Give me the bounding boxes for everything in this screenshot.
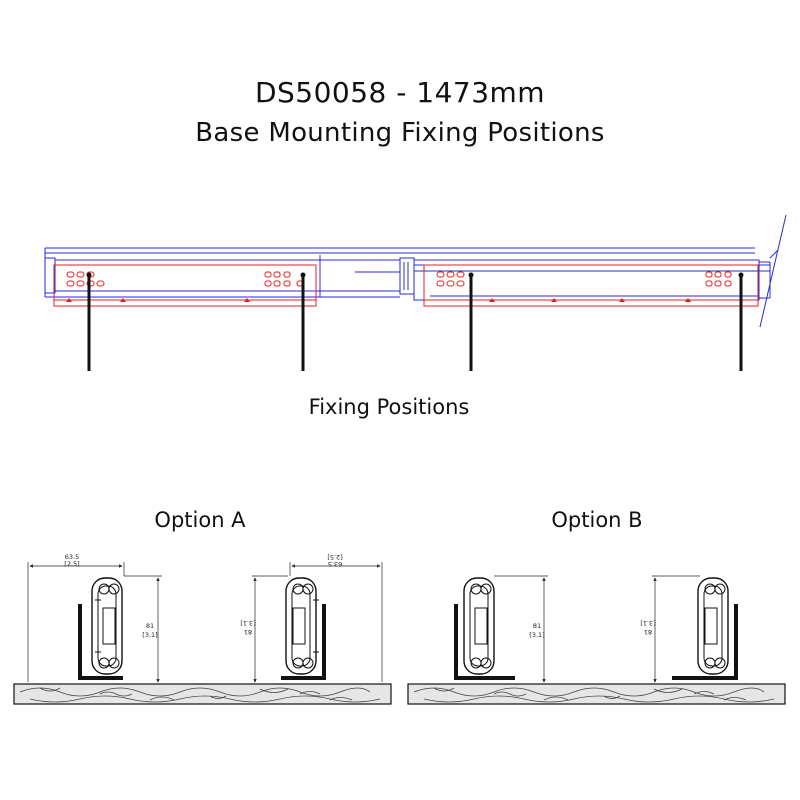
dim-height-b-left-in: [3.1]	[529, 631, 544, 639]
dim-height-left-in: [3.1]	[142, 631, 157, 639]
dim-width-right: 63.5	[328, 560, 342, 568]
wood-base-b	[407, 683, 786, 705]
dim-width-left-in: [2.5]	[64, 560, 79, 568]
drawer-slide-side-view	[44, 214, 787, 371]
option-b-drawing	[454, 575, 738, 683]
option-b-label: Option B	[551, 508, 643, 532]
dim-height-b-right-in: [3.1]	[640, 619, 655, 627]
fixing-positions-caption: Fixing Positions	[308, 395, 470, 419]
dim-height-right-in: [3.1]	[240, 619, 255, 627]
option-a-drawing	[27, 562, 383, 683]
wood-base-a	[13, 683, 392, 705]
option-a-label: Option A	[154, 508, 246, 532]
diagram-title: DS50058 - 1473mm	[254, 76, 546, 109]
dim-height-left: 81	[146, 622, 154, 630]
dim-width-right-in: [2.5]	[327, 553, 342, 561]
dim-height-b-right: 81	[644, 628, 652, 636]
fixing-position-lines	[87, 274, 743, 371]
dim-height-right: 81	[244, 628, 252, 636]
dim-width-left: 63.5	[65, 553, 79, 561]
dim-height-b-left: 81	[533, 622, 541, 630]
diagram-subtitle: Base Mounting Fixing Positions	[195, 118, 605, 148]
